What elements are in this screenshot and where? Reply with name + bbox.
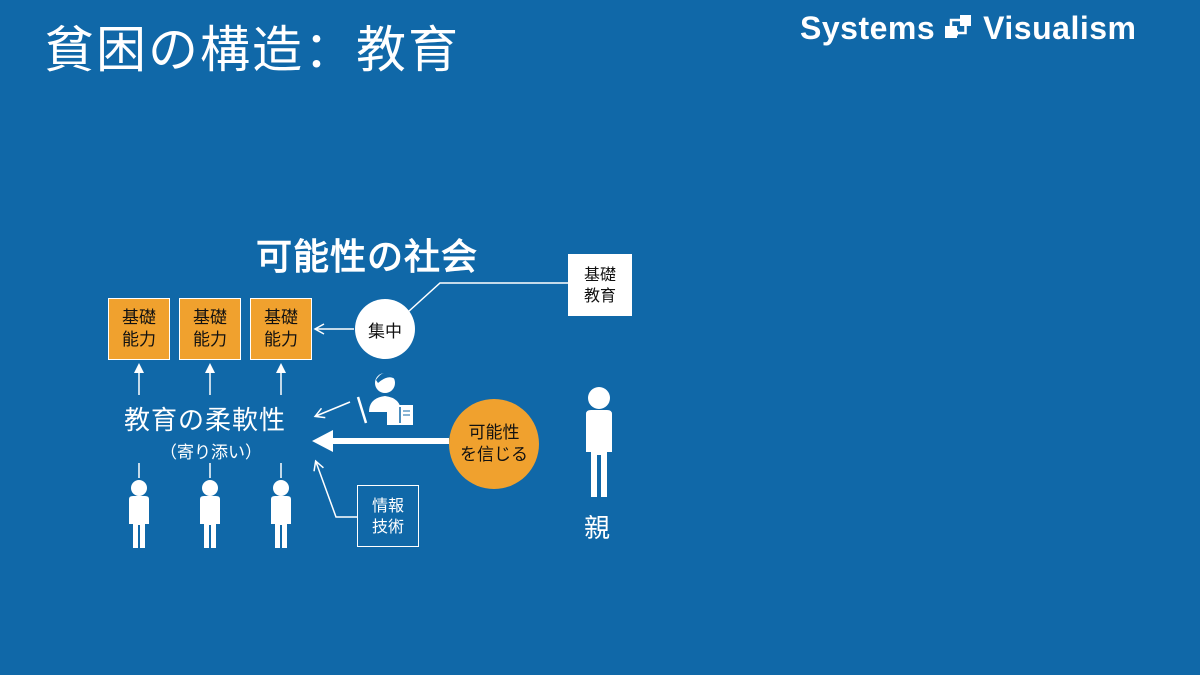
student-figure-2-icon (200, 480, 220, 548)
belief-in-potential-circle: 可能性 を信じる (449, 399, 539, 489)
basic-education-line1: 基礎 (583, 265, 616, 284)
diagram-heading: 可能性の社会 (256, 237, 479, 278)
basic-skill-box-3: 基礎 能力 (250, 298, 312, 360)
student-figure-1-icon (129, 480, 149, 548)
page-title: 貧困の構造：教育 (44, 21, 460, 79)
skill-1-line1: 基礎 (122, 308, 156, 328)
brand-logo: Systems Visualism (800, 10, 1136, 46)
arrowhead-belief (312, 430, 333, 452)
basic-education-line2: 教育 (583, 286, 616, 305)
line-infotech-to-flexibility (313, 459, 357, 518)
info-tech-line1: 情報 (371, 496, 404, 515)
student-figure-3-icon (271, 480, 291, 548)
info-tech-line2: 技術 (371, 517, 404, 536)
belief-line2: を信じる (460, 445, 528, 465)
skill-3-line1: 基礎 (264, 308, 298, 328)
arrow-teacher-to-flexibility (313, 401, 351, 419)
basic-education-box: 基礎 教育 (568, 254, 632, 316)
brand-word-visualism: Visualism (983, 9, 1137, 46)
brand-word-systems: Systems (800, 9, 936, 46)
focus-circle: 集中 (355, 299, 415, 359)
basic-skill-box-1: 基礎 能力 (108, 298, 170, 360)
skill-3-line2: 能力 (264, 330, 298, 350)
flexibility-label: 教育の柔軟性 (124, 406, 287, 436)
teacher-icon (356, 372, 413, 425)
belief-line1: 可能性 (468, 423, 520, 443)
line-basic-edu-to-focus (407, 282, 568, 313)
info-tech-box: 情報 技術 (357, 485, 419, 547)
skill-2-line2: 能力 (193, 330, 227, 350)
brand-symbol-icon (945, 15, 972, 38)
skill-1-line2: 能力 (122, 330, 156, 350)
skill-2-line1: 基礎 (193, 308, 227, 328)
focus-label: 集中 (368, 321, 402, 342)
basic-skill-box-2: 基礎 能力 (179, 298, 241, 360)
parent-label: 親 (584, 514, 611, 544)
parent-figure-icon (586, 387, 612, 497)
flexibility-sublabel: （寄り添い） (160, 443, 262, 463)
